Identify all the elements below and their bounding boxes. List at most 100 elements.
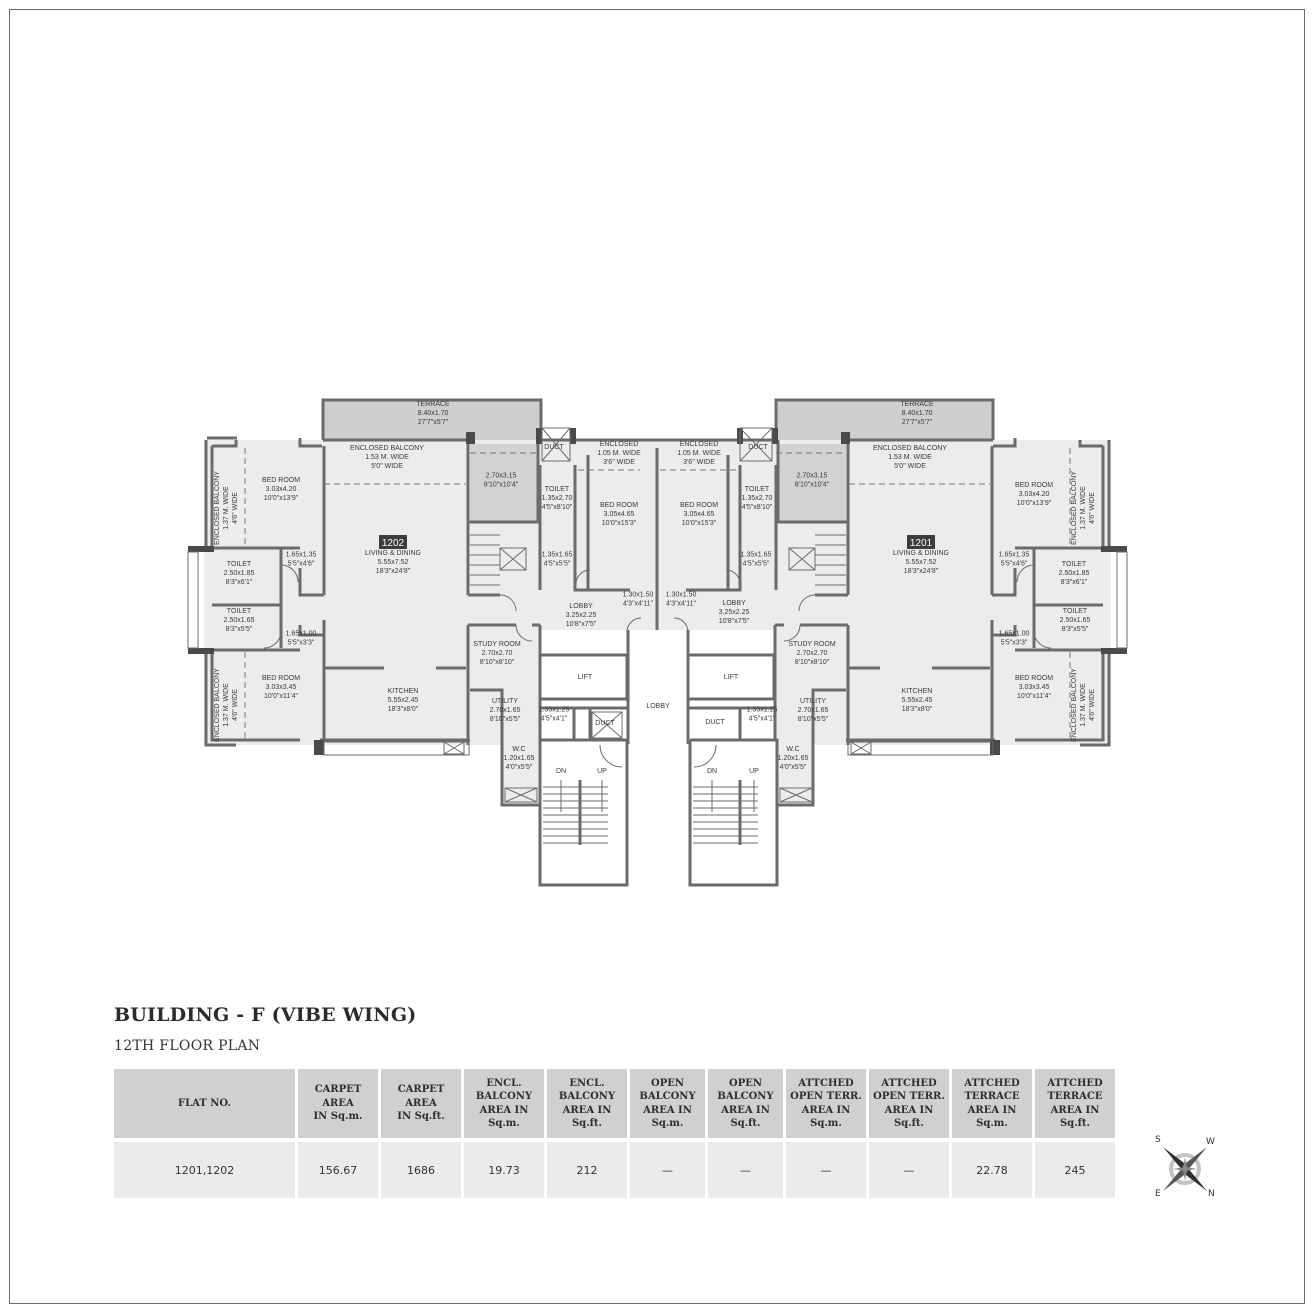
- building-title: BUILDING - F (VIBE WING): [114, 1004, 417, 1026]
- room-label: DUCT: [544, 444, 564, 451]
- flat-number-badge: 1201: [907, 535, 935, 549]
- plan-dashed-lines: [244, 448, 1071, 738]
- table-cell: —: [708, 1138, 783, 1198]
- table-cell: 1686: [381, 1138, 461, 1198]
- room-label: DN: [556, 768, 566, 775]
- table-cell: —: [786, 1138, 866, 1198]
- plan-windows: [187, 427, 1128, 803]
- table-cell: 1201,1202: [114, 1138, 295, 1198]
- door-swings: [263, 564, 1052, 768]
- terrace-1202: [323, 400, 541, 440]
- compass-label-s: S: [1155, 1135, 1161, 1145]
- staircase: [470, 534, 846, 845]
- flat-number-badge: 1202: [379, 535, 407, 549]
- table-cell: 245: [1035, 1138, 1115, 1198]
- compass-label-w: W: [1206, 1137, 1215, 1147]
- flat-number-badges: 1202 1201: [379, 535, 935, 549]
- room-label: LIFT: [578, 674, 593, 681]
- table-cell: 22.78: [952, 1138, 1032, 1198]
- room-label: LOBBY: [646, 703, 670, 710]
- room-label: LIFT: [724, 674, 739, 681]
- compass-label-n: N: [1208, 1189, 1215, 1199]
- compass-rose-icon: S W E N: [1150, 1133, 1220, 1205]
- table-cell: 19.73: [464, 1138, 544, 1198]
- table-cell: —: [869, 1138, 949, 1198]
- room-label: DUCT: [748, 444, 768, 451]
- floor-plan-subtitle: 12TH FLOOR PLAN: [114, 1038, 261, 1054]
- page-border: [9, 9, 1305, 1304]
- svg-text:1201: 1201: [910, 538, 933, 549]
- room-label: UP: [749, 768, 759, 775]
- column-header: FLAT NO.: [114, 1069, 295, 1138]
- room-label: UP: [597, 768, 607, 775]
- table-cell: —: [630, 1138, 705, 1198]
- compass-label-e: E: [1155, 1189, 1161, 1199]
- central-lobby: [628, 632, 688, 744]
- table-cell: 212: [547, 1138, 627, 1198]
- terrace-1201: [776, 400, 993, 440]
- plan-walls: [204, 398, 1111, 887]
- room-label: DUCT: [705, 719, 725, 726]
- compass-star-icon: [1163, 1147, 1207, 1191]
